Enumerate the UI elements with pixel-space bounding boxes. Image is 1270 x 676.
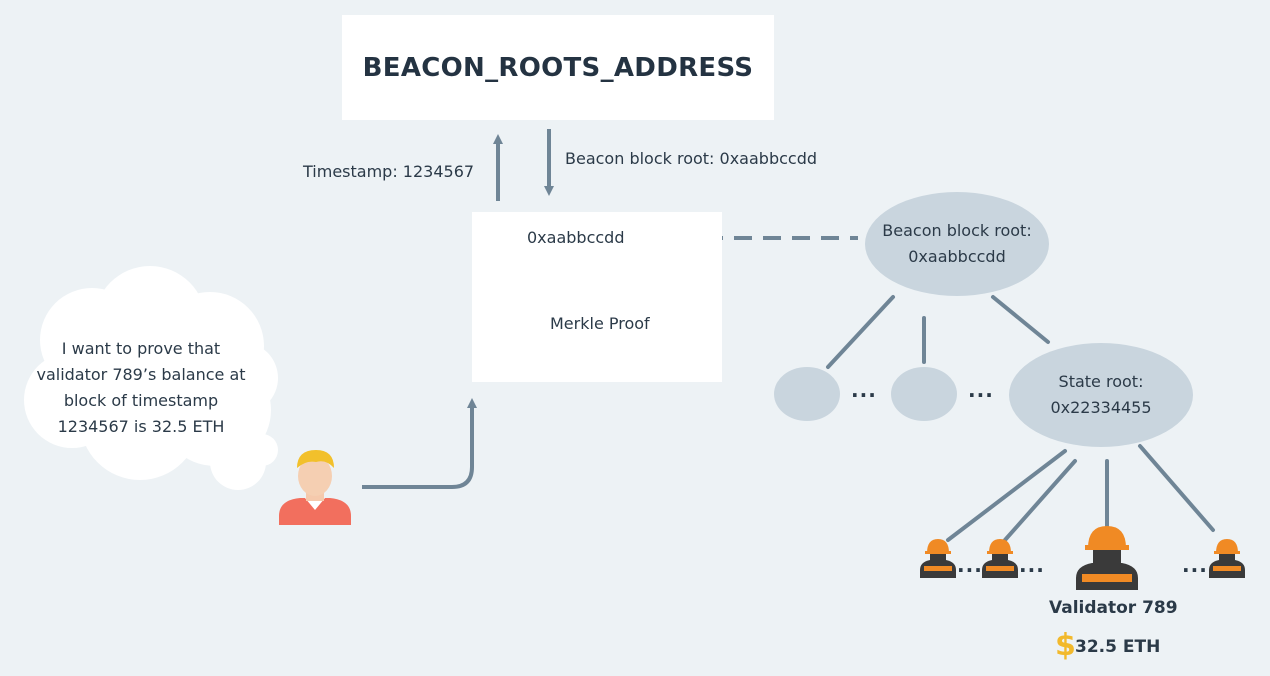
thought-line: block of timestamp (63, 391, 219, 410)
validator-789-worker-icon (1076, 526, 1138, 590)
user-person-icon (279, 450, 351, 525)
state-root-node (1009, 343, 1193, 447)
beacon-root-node-label: Beacon block root: 0xaabbccdd (865, 218, 1049, 270)
verifier-root-value: 0xaabbccdd (527, 228, 625, 247)
state-root-node-value: 0x22334455 (1050, 398, 1152, 417)
thought-line: 1234567 is 32.5 ETH (57, 417, 225, 436)
tree-ellipsis: ... (968, 378, 994, 402)
validator-balance: 32.5 ETH (1075, 637, 1161, 657)
state-root-node-title: State root: (1058, 372, 1144, 391)
tree-node-left (774, 367, 840, 421)
tree-ellipsis: ... (851, 378, 877, 402)
timestamp-label: Timestamp: 1234567 (303, 162, 475, 181)
thought-bubble (24, 266, 278, 490)
beacon-root-node-title: Beacon block root: (882, 221, 1032, 240)
state-root-node-label: State root: 0x22334455 (1009, 369, 1193, 421)
validator-worker-icon (920, 539, 956, 578)
validator-worker-icon (1209, 539, 1245, 578)
merkle-proof-label: Merkle Proof (550, 314, 650, 333)
thought-bubble-text: I want to prove that validator 789’s bal… (28, 336, 254, 440)
beacon-root-node-value: 0xaabbccdd (908, 247, 1006, 266)
validator-name: Validator 789 (1049, 598, 1178, 618)
thought-line: validator 789’s balance at (36, 365, 246, 384)
beacon-roots-contract-box: BEACON_ROOTS_ADDRESS (342, 15, 774, 120)
beacon-root-response-label: Beacon block root: 0xaabbccdd (565, 149, 818, 168)
validator-ellipsis: ... (1182, 553, 1208, 577)
validator-ellipsis: ... (1019, 553, 1045, 577)
dollar-icon: $ (1055, 628, 1076, 663)
tree-edges (826, 295, 1215, 542)
validator-worker-icon (982, 539, 1018, 578)
validator-ellipsis: ... (957, 553, 983, 577)
verifier-box (472, 212, 722, 382)
beacon-root-node (865, 192, 1049, 296)
contract-title: BEACON_ROOTS_ADDRESS (362, 52, 754, 83)
submit-arrow (362, 398, 477, 489)
tree-node-middle (891, 367, 957, 421)
thought-line: I want to prove that (61, 339, 221, 358)
